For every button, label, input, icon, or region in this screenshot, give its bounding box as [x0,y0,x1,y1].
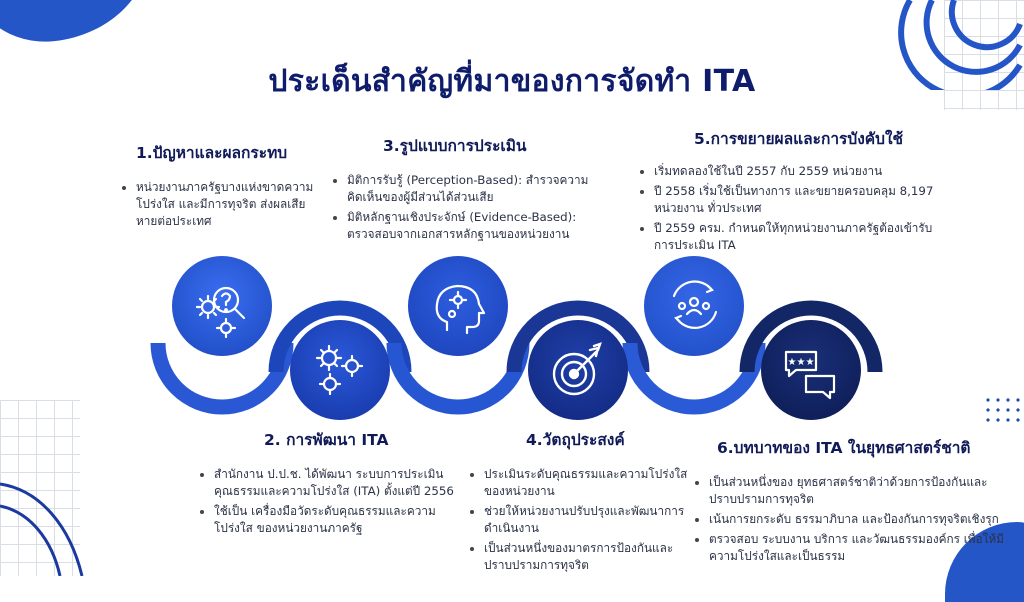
list-item: มิติการรับรู้ (Perception-Based): สำรวจค… [347,172,593,206]
section-3-bullets: มิติการรับรู้ (Perception-Based): สำรวจค… [333,172,593,243]
people-cycle-icon [672,280,718,329]
section-3-text: 3.รูปแบบการประเมิน มิติการรับรู้ (Percep… [333,133,593,246]
decor-arcs-top-right [898,0,1023,90]
list-item: เริ่มทดลองใช้ในปี 2557 กับ 2559 หน่วยงาน [654,163,940,180]
section-4-text: 4.วัตถุประสงค์ ประเมินระดับคุณธรรมและควา… [470,427,695,577]
ribbon-arc-6 [739,300,883,373]
section-4-bullets: ประเมินระดับคุณธรรมและความโปร่งใสของหน่ว… [470,466,695,574]
list-item: เน้นการยกระดับ ธรรมาภิบาล และป้องกันการท… [709,511,1015,528]
list-item: ปี 2559 ครม. กำหนดให้ทุกหน่วยงานภาครัฐต้… [654,220,940,254]
list-item: ปี 2558 เริ่มใช้เป็นทางการ และขยายครอบคล… [654,183,940,217]
section-2-text: 2. การพัฒนา ITA สำนักงาน ป.ป.ช. ได้พัฒนา… [200,427,460,540]
section-3-heading: 3.รูปแบบการประเมิน [383,137,527,155]
gears-question-magnifier-icon [195,286,246,339]
rating-chat-bubbles-icon: ★★★ [784,350,836,400]
section-6-bullets: เป็นส่วนหนึ่งของ ยุทธศาสตร์ชาติว่าด้วยกา… [695,474,1015,565]
section-1-heading: 1.ปัญหาและผลกระทบ [136,144,288,162]
step-2-circle [290,320,390,420]
list-item: ใช้เป็น เครื่องมือวัดระดับคุณธรรมและความ… [214,503,460,537]
list-item: ตรวจสอบ ระบบงาน บริการ และวัฒนธรรมองค์กร… [709,531,1015,565]
list-item: หน่วยงานภาครัฐบางแห่งขาดความโปร่งใส และม… [136,179,322,230]
list-item: สำนักงาน ป.ป.ช. ได้พัฒนา ระบบการประเมินค… [214,466,460,500]
section-6-heading: 6.บทบาทของ ITA ในยุทธศาสตร์ชาติ [717,439,971,457]
section-6-text: 6.บทบาทของ ITA ในยุทธศาสตร์ชาติ เป็นส่วน… [695,435,1015,568]
decor-dots-right [983,395,1024,427]
list-item: เป็นส่วนหนึ่งของ ยุทธศาสตร์ชาติว่าด้วยกา… [709,474,1015,508]
section-1-text: 1.ปัญหาและผลกระทบ หน่วยงานภาครัฐบางแห่งข… [122,140,322,233]
section-5-text: 5.การขยายผลและการบังคับใช้ เริ่มทดลองใช้… [640,126,940,257]
gears-icon [315,344,364,396]
step-1-circle [172,256,272,356]
list-item: มิติหลักฐานเชิงประจักษ์ (Evidence-Based)… [347,209,593,243]
list-item: ประเมินระดับคุณธรรมและความโปร่งใสของหน่ว… [484,466,695,500]
target-arrow-icon [552,342,602,396]
section-2-heading: 2. การพัฒนา ITA [264,431,389,449]
section-2-bullets: สำนักงาน ป.ป.ช. ได้พัฒนา ระบบการประเมินค… [200,466,460,537]
section-5-bullets: เริ่มทดลองใช้ในปี 2557 กับ 2559 หน่วยงาน… [640,163,940,254]
page-title: ประเด็นสำคัญที่มาของการจัดทำ ITA [268,64,756,99]
section-4-heading: 4.วัตถุประสงค์ [526,431,625,449]
head-gears-icon [435,284,486,335]
timeline-graphic: ★★★ [150,256,883,420]
decor-arcs-bottom-left [0,482,84,576]
section-5-heading: 5.การขยายผลและการบังคับใช้ [694,130,904,148]
svg-text:★★★: ★★★ [788,357,815,368]
list-item: เป็นส่วนหนึ่งของมาตรการป้องกันและปราบปรา… [484,540,695,574]
list-item: ช่วยให้หน่วยงานปรับปรุงและพัฒนาการดำเนิน… [484,503,695,537]
section-1-bullets: หน่วยงานภาครัฐบางแห่งขาดความโปร่งใส และม… [122,179,322,230]
